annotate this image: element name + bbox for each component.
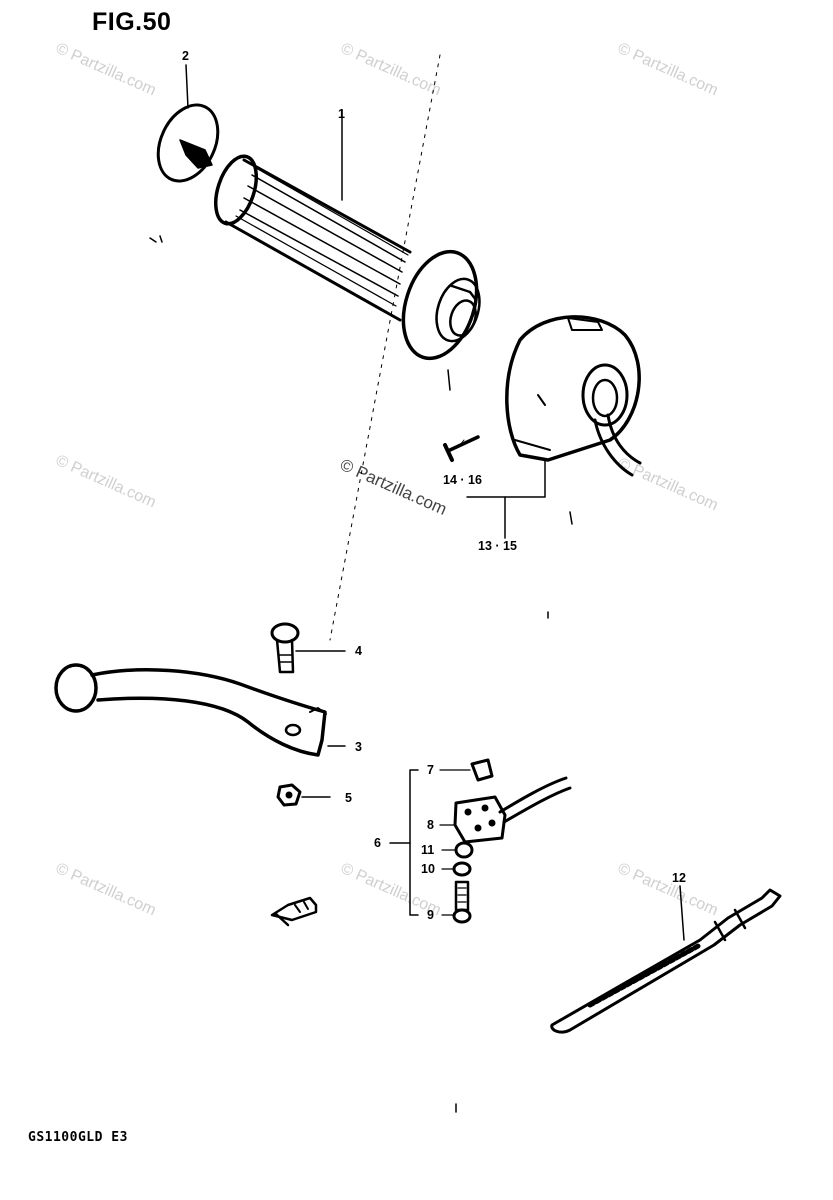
cable-tie-part: [550, 885, 782, 1034]
scan-specks: [149, 235, 573, 1113]
callout-2: 2: [182, 49, 189, 63]
callout-12: 12: [672, 871, 686, 885]
bracket-line: [466, 459, 546, 498]
callout-1: 1: [338, 107, 345, 121]
end-cap-part: [156, 64, 220, 183]
figure-title: FIG.50: [92, 8, 172, 36]
brake-lever-part: [54, 663, 346, 757]
stop-switch-part: [453, 776, 572, 844]
small-screw-part: [470, 758, 494, 782]
model-code: GS1100GLD E3: [28, 1130, 128, 1145]
switch-screw-part: [443, 435, 480, 462]
nut-part: [276, 783, 331, 807]
switch-housing-part: [505, 315, 642, 477]
handle-grip-part: [214, 109, 481, 361]
front-arrow-marker: [270, 896, 318, 927]
scan-line: [329, 54, 441, 641]
callout-11: 11: [421, 843, 435, 857]
callout-5: 5: [345, 791, 352, 805]
callout-8: 8: [427, 818, 434, 832]
callout-6: 6: [374, 836, 381, 850]
callout-9: 9: [427, 908, 434, 922]
washer-part: [454, 841, 474, 859]
callout-7: 7: [427, 763, 434, 777]
spring-washer-part: [452, 861, 472, 877]
callout-4: 4: [355, 644, 362, 658]
callout-13-15: 13 · 15: [478, 539, 517, 553]
switch-screw-long-part: [452, 880, 472, 924]
pivot-bolt-part: [270, 622, 346, 674]
callout-14-16: 14 · 16: [443, 473, 482, 487]
callout-10: 10: [421, 862, 435, 876]
callout-3: 3: [355, 740, 362, 754]
